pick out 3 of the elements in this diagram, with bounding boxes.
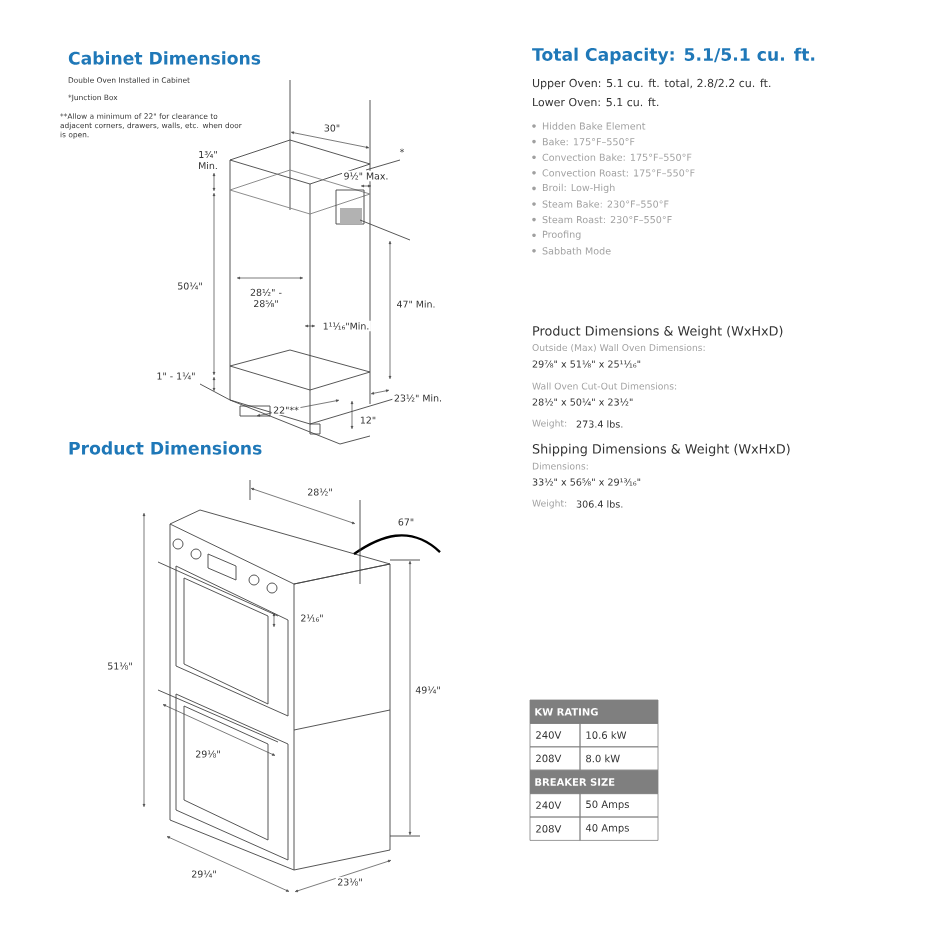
heading: Product Dimensions — [69, 441, 262, 455]
heading: Cabinet Dimensions — [68, 51, 261, 65]
heading: Total Capacity: 5.1/5.1 cu. ft. — [532, 47, 815, 65]
